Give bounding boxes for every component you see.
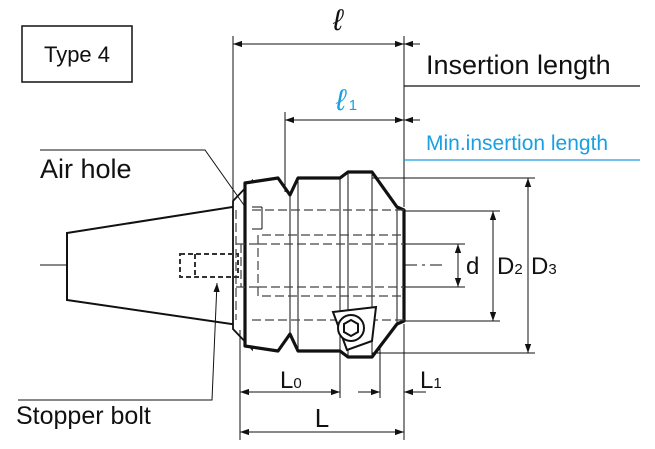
- air-hole-leader: [40, 149, 247, 209]
- holder-body: [243, 170, 406, 359]
- clamp-screw: [331, 305, 378, 352]
- stopper-bolt: [179, 253, 239, 278]
- hidden-lines: [235, 209, 404, 321]
- label-L: L: [315, 403, 329, 433]
- label-stopper-bolt: Stopper bolt: [16, 402, 151, 430]
- stopper-bolt-leader: [18, 282, 220, 401]
- label-l: ℓ: [332, 4, 344, 37]
- taper-shank: [66, 203, 246, 328]
- label-D3: D3: [531, 253, 557, 280]
- label-L0: L0: [280, 367, 302, 394]
- label-d: d: [466, 253, 479, 280]
- type-label: Type 4: [44, 42, 110, 67]
- label-L1: L1: [420, 367, 442, 394]
- type-box: Type 4: [21, 25, 133, 83]
- label-min-insertion-length: Min.insertion length: [426, 132, 608, 155]
- label-D2: D2: [497, 253, 523, 280]
- extension-lines: [232, 36, 535, 440]
- label-insertion-length: Insertion length: [426, 50, 611, 80]
- label-air-hole: Air hole: [40, 154, 132, 184]
